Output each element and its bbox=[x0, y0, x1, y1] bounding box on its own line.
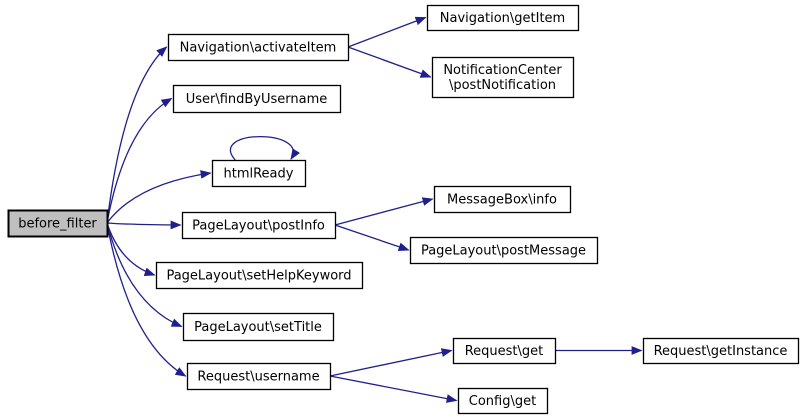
node-label: PageLayout\setTitle bbox=[194, 320, 322, 335]
node-get[interactable]: Request\get bbox=[452, 337, 557, 365]
edge-before_filter-activateItem bbox=[106, 46, 168, 224]
edges-layer bbox=[106, 16, 643, 403]
node-postNotification[interactable]: NotificationCenter\postNotification bbox=[431, 56, 575, 99]
node-label: \postNotification bbox=[449, 78, 556, 93]
node-box bbox=[426, 4, 580, 32]
node-box bbox=[431, 56, 575, 99]
node-findByUsername[interactable]: User\findByUsername bbox=[172, 84, 342, 114]
node-box bbox=[642, 337, 800, 365]
node-box bbox=[172, 84, 342, 114]
node-label: before_filter bbox=[18, 217, 97, 232]
node-setHelpKeyword[interactable]: PageLayout\setHelpKeyword bbox=[155, 261, 364, 290]
edge-activateItem-getItem bbox=[347, 16, 427, 48]
node-label: htmlReady bbox=[224, 167, 294, 182]
node-getItem[interactable]: Navigation\getItem bbox=[426, 4, 580, 32]
edge-before_filter-setTitle bbox=[106, 222, 183, 328]
node-box bbox=[452, 337, 557, 365]
node-box bbox=[155, 261, 364, 290]
edge-before_filter-findByUsername bbox=[106, 97, 173, 224]
node-box bbox=[457, 387, 549, 415]
edge-postInfo-info bbox=[334, 197, 434, 226]
node-label: MessageBox\info bbox=[447, 193, 557, 208]
edge-htmlReady-htmlReady bbox=[229, 135, 301, 161]
node-label: PageLayout\setHelpKeyword bbox=[166, 269, 351, 284]
node-username[interactable]: Request\username bbox=[186, 362, 332, 391]
node-label: Request\username bbox=[197, 370, 319, 385]
node-label: NotificationCenter bbox=[443, 63, 562, 78]
node-info[interactable]: MessageBox\info bbox=[433, 185, 572, 214]
node-label: PageLayout\postInfo bbox=[192, 219, 325, 234]
node-box bbox=[186, 362, 332, 391]
node-getInstance[interactable]: Request\getInstance bbox=[642, 337, 800, 365]
node-htmlReady[interactable]: htmlReady bbox=[211, 159, 307, 188]
edge-username-configGet bbox=[329, 375, 458, 403]
edge-activateItem-postNotification bbox=[347, 46, 432, 78]
node-box bbox=[433, 185, 572, 214]
node-activateItem[interactable]: Navigation\activateItem bbox=[167, 33, 350, 62]
node-setTitle[interactable]: PageLayout\setTitle bbox=[182, 312, 335, 342]
node-box bbox=[182, 312, 335, 342]
edge-postInfo-postMessage bbox=[334, 224, 410, 251]
node-box bbox=[409, 236, 599, 265]
node-before_filter[interactable]: before_filter bbox=[7, 209, 109, 238]
node-label: Navigation\getItem bbox=[440, 11, 565, 26]
nodes-layer: before_filter Navigation\activateItem Navi… bbox=[7, 4, 800, 415]
edge-before_filter-postInfo bbox=[106, 220, 182, 230]
edge-username-get bbox=[329, 348, 453, 377]
node-postInfo[interactable]: PageLayout\postInfo bbox=[181, 211, 337, 240]
edge-before_filter-username bbox=[106, 222, 187, 377]
node-label: Navigation\activateItem bbox=[180, 41, 337, 56]
node-label: Config\get bbox=[469, 394, 536, 409]
node-label: PageLayout\postMessage bbox=[421, 244, 586, 259]
node-label: User\findByUsername bbox=[186, 92, 328, 107]
node-label: Request\getInstance bbox=[654, 344, 788, 359]
edge-before_filter-setHelpKeyword bbox=[106, 222, 156, 277]
node-box bbox=[211, 159, 307, 188]
node-configGet[interactable]: Config\get bbox=[457, 387, 549, 415]
node-box bbox=[7, 209, 109, 238]
node-label: Request\get bbox=[465, 344, 544, 359]
node-postMessage[interactable]: PageLayout\postMessage bbox=[409, 236, 599, 265]
edge-before_filter-htmlReady bbox=[106, 170, 212, 224]
node-box bbox=[181, 211, 337, 240]
node-box bbox=[167, 33, 350, 62]
